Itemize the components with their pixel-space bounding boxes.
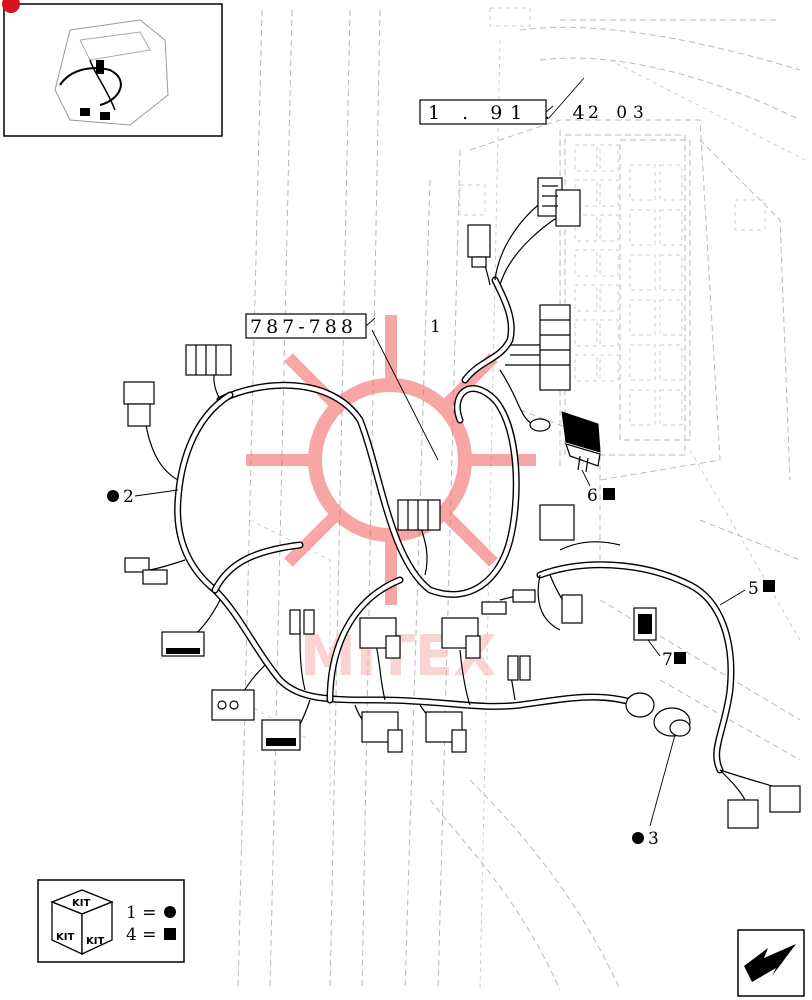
socket-item-3 [625,692,691,737]
connector-far-right-1 [727,799,759,829]
connector-left-upper [123,381,155,427]
callout-7-text: 7 [662,650,673,670]
connector-item-7 [633,607,657,641]
connector-pair-left [124,557,168,585]
connector-small-top [467,224,491,268]
reference-top: 1 . 91 . 4 2 03 [419,77,650,125]
connector-block-3 [361,711,403,753]
ring-terminal [529,418,551,432]
connectors [123,177,801,829]
connector-small-pair-1 [289,609,315,635]
connector-relay-top [537,177,581,227]
cab-thumbnail-icon [2,0,223,137]
next-page-arrow-icon[interactable] [737,929,805,997]
connector-mid-loop [397,499,441,531]
reference-mid: 787-788 1 [245,313,441,461]
reference-mid-suffix: 1 [430,317,441,337]
kit-box-icon: KIT KIT KIT [50,889,114,956]
callout-6: 6 [581,469,615,506]
wire-harness [174,276,735,774]
connector-left-lower-2 [261,719,301,751]
connector-small-pair-2 [481,589,536,615]
callout-2: 2 [107,487,179,507]
kit-word-top: KIT [72,898,90,909]
callout-3-text: 3 [648,829,659,849]
callout-3: 3 [632,734,676,849]
connector-right-2 [561,594,583,624]
kit-legend: KIT KIT KIT 1 = 4 = [37,879,185,963]
connector-top-left [185,344,232,376]
connector-small-pair-3 [507,655,531,681]
connector-block-4 [425,711,467,753]
reference-top-suffix: 2 03 [588,103,650,123]
kit-word-left: KIT [56,932,74,943]
connector-right-1 [539,504,575,541]
reference-top-text: 1 . 91 . 4 [428,102,593,124]
connector-block-2 [441,617,481,659]
connector-terminal-strip [539,304,571,391]
callout-5: 5 [719,579,775,606]
switch-item-6 [561,411,601,473]
kit-word-right: KIT [86,936,104,947]
kit-legend-row-2: 4 = [126,925,156,945]
connector-far-right-2 [769,785,801,813]
relay-panel-ghost [459,7,766,456]
connector-black-left [161,631,205,657]
connector-block-1 [359,617,401,659]
callout-5-text: 5 [748,579,759,599]
connector-left-lower-1 [211,689,255,721]
kit-legend-row-1: 1 = [126,903,156,923]
reference-mid-text: 787-788 [250,316,357,338]
callout-2-text: 2 [123,487,134,507]
callout-6-text: 6 [587,486,598,506]
callout-7: 7 [647,639,686,670]
